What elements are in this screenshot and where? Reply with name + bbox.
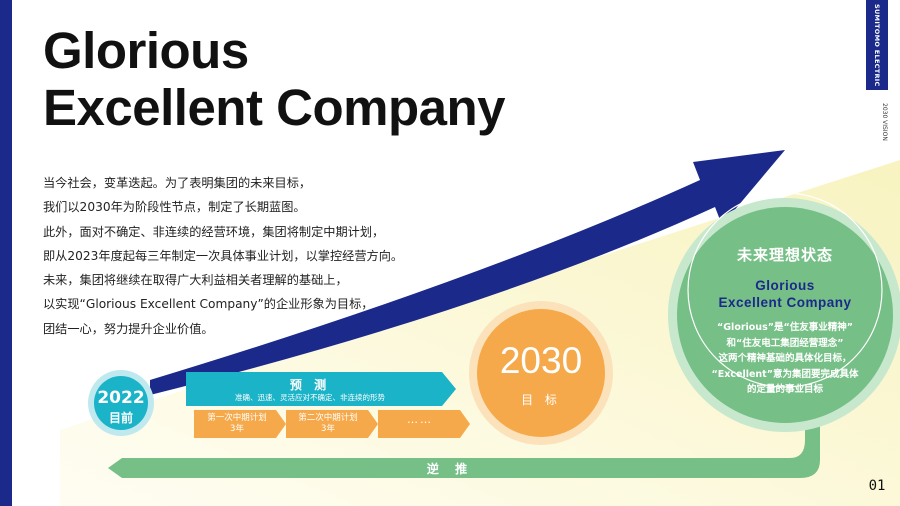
ideal-desc-line: “Glorious”是“住友事业精神”: [717, 322, 853, 333]
plan-3-ellipsis: ……: [407, 413, 433, 426]
intro-line: 团结一心，努力提升企业价值。: [43, 321, 214, 336]
plan-1-label: 第一次中期计划 3年: [197, 413, 277, 435]
ideal-title: 未来理想状态: [736, 246, 833, 264]
current-year: 2022: [97, 388, 145, 408]
growth-arrow: [150, 150, 785, 395]
plan-1-duration: 3年: [230, 424, 244, 434]
ideal-en-line-2: Excellent Company: [718, 295, 852, 310]
circle-ideal: [677, 207, 893, 423]
plan-box-2: [286, 410, 378, 438]
circle-2022: [94, 376, 148, 430]
plan-box-3: [378, 410, 470, 438]
intro-line: 未来，集团将继续在取得广大利益相关者理解的基础上，: [43, 273, 348, 288]
intro-line: 此外，面对不确定、非连续的经营环境，集团将制定中期计划，: [43, 224, 385, 239]
circle-2030: [477, 309, 605, 437]
title-line-2: Excellent Company: [43, 79, 505, 136]
title-line-1: Glorious: [43, 22, 249, 79]
forecast-title: 预 测: [289, 378, 331, 392]
forecast-arrow: [186, 372, 456, 406]
circle-ideal-inner: [687, 192, 883, 388]
plan-2-title: 第二次中期计划: [298, 413, 358, 423]
target-year: 2030: [499, 340, 583, 381]
brand-tab: SUMITOMO ELECTRIC: [866, 0, 888, 90]
intro-line: 即从2023年度起每三年制定一次具体事业计划，以掌控经营方向。: [43, 248, 404, 263]
intro-line: 当今社会，变革迭起。为了表明集团的未来目标，: [43, 176, 312, 190]
brand-name: SUMITOMO ELECTRIC: [873, 3, 881, 87]
ideal-desc-line: 和“住友电工集团经营理念”: [726, 337, 844, 349]
target-label: 目 标: [521, 393, 561, 407]
plan-1-title: 第一次中期计划: [207, 413, 267, 423]
current-label: 目前: [108, 411, 133, 425]
ideal-desc-line: 的定量的事业目标: [746, 384, 823, 395]
ideal-desc-line: “Excellent”意为集团要完成具体: [711, 368, 859, 380]
page-number: 01: [868, 478, 886, 494]
plan-3-label: ……: [380, 414, 460, 425]
ideal-description: “Glorious”是“住友事业精神” 和“住友电工集团经营理念” 这两个精神基…: [690, 320, 880, 398]
ideal-desc-line: 这两个精神基础的具体化目标，: [718, 353, 852, 364]
vision-label: 2030 VISION: [881, 103, 888, 141]
plan-2-label: 第二次中期计划 3年: [288, 413, 368, 435]
plan-box-1: [194, 410, 286, 438]
forecast-subtitle: 准确、迅速、灵活应对不确定、非连续的形势: [235, 393, 385, 402]
left-accent-bar: [0, 0, 12, 506]
reverse-label: 逆 推: [426, 462, 474, 476]
intro-line: 以实现“Glorious Excellent Company”的企业形象为目标，: [43, 297, 374, 312]
page-title: Glorious Excellent Company: [43, 22, 505, 136]
ideal-en-line-1: Glorious: [755, 278, 815, 293]
plan-2-duration: 3年: [321, 424, 335, 434]
intro-line: 我们以2030年为阶段性节点，制定了长期蓝图。: [43, 200, 306, 215]
reverse-arrow: [108, 400, 820, 478]
ideal-english-name: Glorious Excellent Company: [690, 277, 880, 311]
intro-paragraph: 当今社会，变革迭起。为了表明集团的未来目标， 我们以2030年为阶段性节点，制定…: [43, 171, 473, 341]
